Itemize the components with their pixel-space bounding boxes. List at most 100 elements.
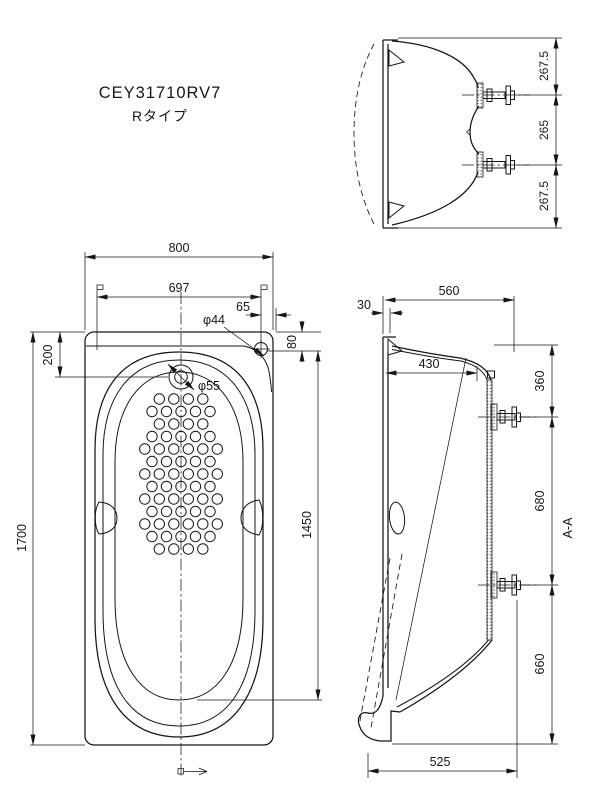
drain-hole	[197, 443, 209, 455]
dim-end-top: 267.5	[537, 51, 551, 81]
drain-hole	[197, 418, 209, 430]
shell-mid	[469, 105, 480, 155]
dim-faucet-hole: φ44	[203, 313, 225, 327]
foot	[357, 695, 401, 742]
datum-tick	[177, 768, 184, 775]
shell-notch	[465, 128, 471, 136]
section-view-aa: 30 560 430 360 680 660 A-A 525	[357, 284, 575, 778]
drain-hole	[160, 480, 173, 493]
drain-hole	[153, 418, 166, 430]
grip-hole-section	[388, 501, 406, 535]
drain-hole	[168, 468, 180, 480]
drain-hole	[153, 468, 166, 480]
dim-base: 525	[430, 755, 451, 769]
ext-section-chain	[392, 344, 558, 745]
drain-hole	[204, 455, 216, 468]
drain-hole	[211, 493, 224, 505]
dim-seg-top: 360	[533, 371, 547, 392]
drain-hole	[204, 405, 216, 418]
datum-flag	[184, 767, 208, 776]
ext-flag-65	[260, 284, 268, 290]
back-wall-hatch	[486, 379, 493, 641]
drain-hole	[189, 480, 202, 493]
drain-hole	[182, 393, 195, 405]
drain-hole	[197, 468, 209, 480]
drain-hole	[189, 430, 202, 443]
dim-seg-bottom: 660	[533, 654, 547, 675]
drain-hole	[146, 505, 158, 518]
drain-hole	[189, 455, 202, 468]
drain-hole	[139, 518, 151, 530]
dim-overall-depth: 560	[439, 284, 460, 298]
wall-step	[487, 370, 495, 379]
drain-hole	[168, 443, 180, 455]
drain-hole	[168, 393, 180, 405]
drain-hole	[197, 518, 209, 530]
bottom-slope-outer	[399, 639, 493, 713]
drain-hole	[211, 443, 224, 455]
bolt-fitting-2	[462, 151, 530, 178]
drain-hole	[182, 443, 195, 455]
grip-left	[94, 501, 118, 535]
deck-profile-inner	[391, 349, 488, 381]
drain-hole	[139, 468, 151, 480]
drain-hole	[211, 518, 224, 530]
drain-hole	[153, 518, 166, 530]
drain-hole	[139, 493, 151, 505]
dim-inner-depth: 430	[419, 357, 440, 371]
drain-hole	[153, 493, 166, 505]
drain-hole	[211, 468, 224, 480]
section-diagonal	[395, 357, 467, 701]
apron-hidden-arc	[353, 43, 375, 225]
model-variant: Rタイプ	[132, 108, 188, 124]
drain-hole	[146, 480, 158, 493]
model-number: CEY31710RV7	[99, 84, 222, 102]
drain-hole	[146, 530, 158, 543]
drain-hole	[168, 518, 180, 530]
drain-hole	[153, 443, 166, 455]
dim-overflow-y: 200	[41, 345, 55, 366]
ext-flag-697	[96, 284, 104, 290]
drain-hole	[182, 493, 195, 505]
dim-seg-mid: 680	[533, 491, 547, 512]
drain-hole	[160, 430, 173, 443]
drain-hole	[204, 505, 216, 518]
basin-rim-inner	[102, 359, 256, 727]
bottom-slope-inner	[396, 639, 489, 708]
title-block: CEY31710RV7 Rタイプ	[99, 84, 222, 124]
tub-outline	[84, 331, 274, 746]
drain-hole	[146, 455, 158, 468]
drain-hole	[146, 430, 158, 443]
drain-hole	[182, 418, 195, 430]
drain-hole-pattern	[139, 393, 224, 555]
drain-hole	[160, 405, 173, 418]
end-elevation-view: 267.5 265 267.5	[353, 37, 562, 229]
ext-30	[382, 296, 391, 334]
drain-hole	[204, 530, 216, 543]
bolt-fitting-4	[478, 571, 540, 599]
grip-right	[240, 499, 264, 536]
drain-hole	[182, 543, 195, 555]
ext-697	[96, 290, 262, 350]
dim-faucet-y: 80	[285, 335, 299, 349]
ext-end-chain	[398, 37, 562, 229]
ext-80	[267, 331, 321, 352]
ext-800	[84, 252, 274, 330]
dim-faucet-x: 65	[236, 300, 250, 314]
shell-top	[391, 40, 479, 89]
drain-hole	[168, 543, 180, 555]
bolt-fitting-1	[462, 82, 530, 109]
leader-faucet	[223, 326, 265, 357]
rim-clip-top	[388, 48, 406, 67]
ext-525	[367, 600, 518, 778]
drain-hole	[168, 418, 180, 430]
drain-hole	[139, 443, 151, 455]
plan-view: 800 697 65 φ44 80 200 φ55 1700 1450	[15, 241, 322, 776]
drain-hole	[197, 543, 209, 555]
drain-hole	[204, 430, 216, 443]
basin-floor	[114, 371, 244, 701]
drain-hole	[189, 505, 202, 518]
rim-clip-bottom	[388, 201, 406, 220]
